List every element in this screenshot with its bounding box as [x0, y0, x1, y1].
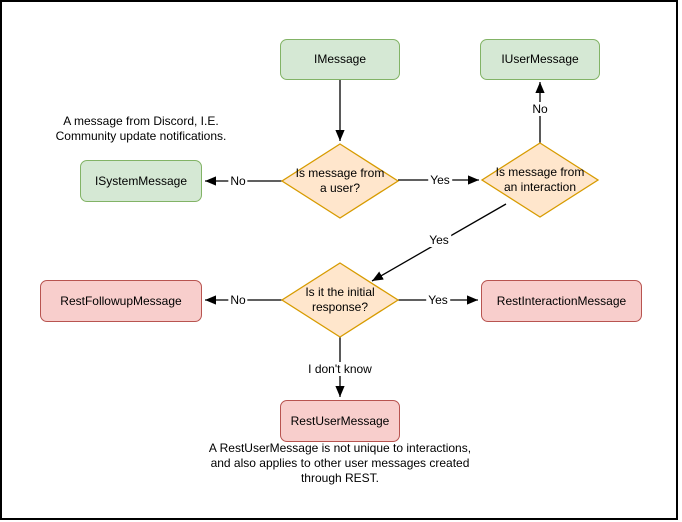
- edge-label-user-yes: Yes: [428, 173, 452, 187]
- node-imessage: IMessage: [280, 39, 400, 80]
- node-restusermessage: RestUserMessage: [280, 400, 400, 442]
- decision-from-user-shape: [280, 143, 400, 219]
- node-restfollowupmessage: RestFollowupMessage: [40, 280, 202, 322]
- node-restinteractionmessage: RestInteractionMessage: [481, 280, 642, 322]
- edge-label-user-no: No: [228, 174, 248, 188]
- node-isystemmessage: ISystemMessage: [80, 160, 202, 202]
- edge-label-initial-yes: Yes: [426, 293, 450, 307]
- edge-label-initial-no: No: [228, 293, 248, 307]
- decision-initial-response-shape: [280, 262, 400, 338]
- edge-label-interaction-yes: Yes: [427, 233, 451, 247]
- decision-from-interaction-shape: [480, 142, 600, 218]
- note-system-message: A message from Discord, I.E. Community u…: [55, 114, 227, 143]
- note-rest-user-message: A RestUserMessage is not unique to inter…: [208, 441, 472, 485]
- node-iusermessage: IUserMessage: [480, 39, 600, 80]
- edge-label-interaction-no: No: [530, 102, 550, 116]
- edge-label-initial-unknown: I don't know: [306, 362, 374, 376]
